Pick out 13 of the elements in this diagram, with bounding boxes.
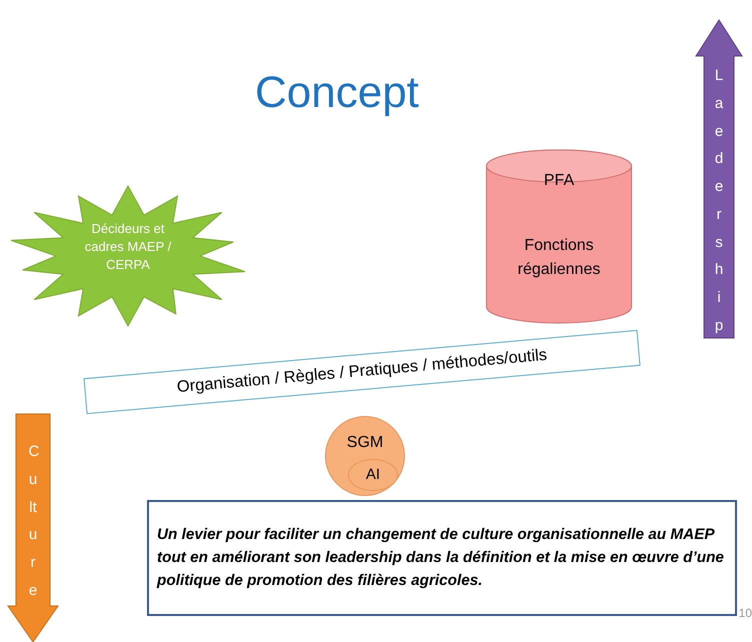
page-number: 10 (738, 606, 752, 620)
node-text: Culture (28, 442, 38, 601)
node-text: Fonctions régaliennes (516, 236, 602, 280)
node-text: Un levier pour faciliter un changement de culture organisationnelle au MAEP tout en améliorant son leadership dans la définition et la mise en œuvre d’une politique de promotion des filières agricoles. (157, 525, 725, 591)
ellipse-shape (348, 459, 398, 491)
title: Concept (255, 68, 419, 118)
text-box (147, 500, 737, 616)
node-text: SGM (346, 434, 384, 452)
node-text: AI (364, 466, 382, 483)
node-text: Décideurs et cadres MAEP / CERPA (84, 220, 172, 274)
node-text: PFA (542, 172, 576, 190)
node-text: Laedership (714, 66, 724, 336)
node-text: Organisation / Règles / Pratiques / méthodes/outils (175, 344, 549, 398)
